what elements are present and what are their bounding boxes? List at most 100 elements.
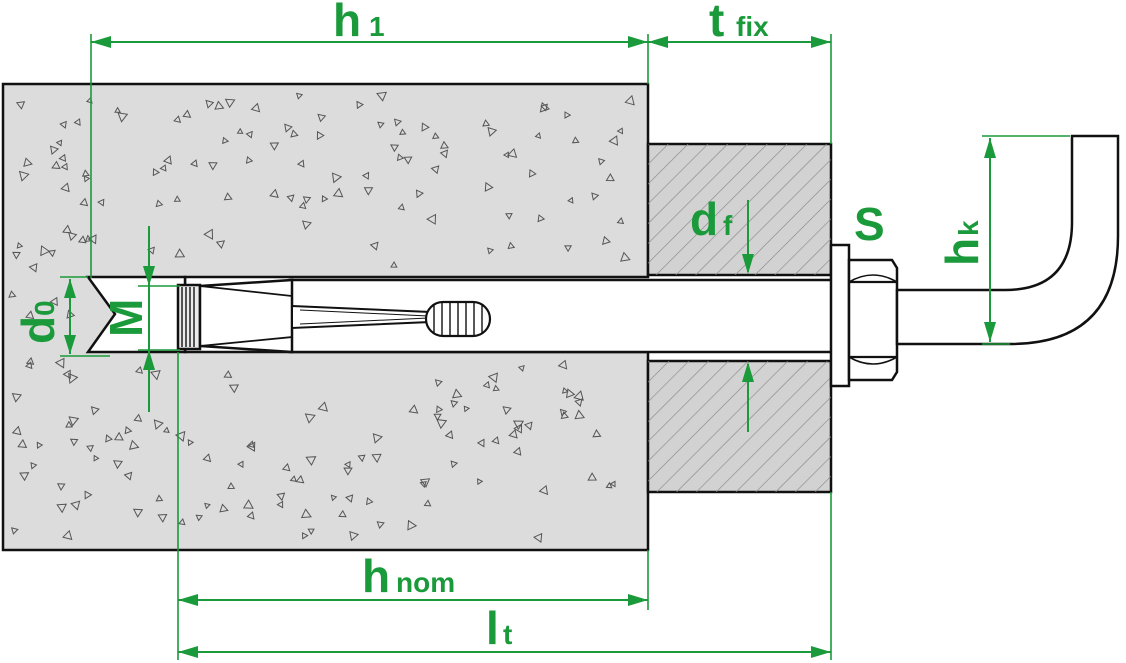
- aggregate-speck: [182, 109, 192, 118]
- aggregate-speck: [153, 419, 164, 430]
- aggregate-speck: [202, 453, 212, 463]
- aggregate-speck: [423, 499, 432, 507]
- aggregate-speck: [537, 214, 546, 223]
- aggregate-speck: [132, 508, 144, 518]
- aggregate-speck: [434, 379, 443, 388]
- aggregate-speck: [245, 155, 254, 164]
- aggregate-speck: [149, 369, 161, 381]
- aggregate-speck: [56, 503, 68, 514]
- aggregate-speck: [338, 509, 347, 518]
- aggregate-speck: [16, 241, 24, 249]
- aggregate-speck: [587, 472, 598, 481]
- aggregate-speck: [47, 249, 56, 258]
- aggregate-speck: [624, 94, 635, 106]
- aggregate-speck: [316, 130, 325, 141]
- aggregate-speck: [492, 384, 500, 392]
- aggregate-speck: [609, 480, 616, 488]
- aggregate-speck: [8, 290, 17, 298]
- aggregate-speck: [419, 480, 427, 489]
- hnom-dimension: [178, 594, 648, 606]
- aggregate-speck: [157, 513, 168, 523]
- aggregate-speck: [97, 198, 105, 207]
- aggregate-speck: [246, 441, 256, 452]
- aggregate-speck: [269, 142, 280, 151]
- aggregate-speck: [59, 120, 67, 129]
- aggregate-speck: [276, 492, 286, 502]
- aggregate-speck: [345, 494, 354, 503]
- aggregate-speck: [123, 471, 133, 481]
- aggregate-speck: [397, 203, 405, 211]
- aggregate-speck: [56, 483, 66, 492]
- d0-subscript: 0: [29, 300, 60, 316]
- aggregate-speck: [421, 122, 430, 132]
- fixture-plate: [646, 142, 833, 494]
- aggregate-speck: [399, 128, 407, 135]
- aggregate-speck: [332, 187, 344, 198]
- aggregate-speck: [302, 196, 312, 205]
- aggregate-speck: [40, 245, 51, 257]
- aggregate-speck: [18, 170, 30, 182]
- aggregate-speck: [571, 136, 580, 144]
- aggregate-speck: [178, 518, 186, 526]
- aggregate-speck: [307, 528, 315, 536]
- d0-dimension: [64, 279, 76, 354]
- aggregate-speck: [512, 446, 522, 456]
- aggregate-speck: [517, 364, 525, 372]
- aggregate-speck: [49, 145, 60, 156]
- aggregate-speck: [289, 475, 297, 482]
- aggregate-speck: [533, 532, 543, 544]
- aggregate-speck: [134, 366, 144, 374]
- aggregate-speck: [19, 472, 30, 482]
- aggregate-speck: [565, 388, 576, 399]
- aggregate-speck: [415, 189, 424, 199]
- aggregate-speck: [433, 413, 442, 421]
- aggregate-speck: [477, 478, 484, 486]
- aggregate-speck: [484, 181, 494, 192]
- aggregate-speck: [81, 169, 90, 177]
- hex-nut: [847, 258, 899, 382]
- aggregate-speck: [574, 398, 583, 407]
- aggregate-speck: [90, 406, 100, 416]
- hk-dimension: [984, 138, 996, 342]
- aggregate-speck: [523, 421, 533, 431]
- aggregate-speck: [390, 260, 398, 268]
- aggregate-speck: [269, 188, 279, 199]
- aggregate-speck: [538, 484, 549, 496]
- aggregate-speck: [67, 231, 78, 242]
- h1-label: h: [333, 0, 361, 46]
- aggregate-speck: [25, 310, 35, 320]
- aggregate-speck: [205, 99, 215, 109]
- aggregate-speck: [356, 100, 364, 110]
- aggregate-speck: [162, 426, 170, 434]
- aggregate-speck: [223, 192, 233, 201]
- aggregate-speck: [36, 441, 44, 449]
- aggregate-speck: [357, 454, 366, 463]
- aggregate-speck: [426, 213, 437, 225]
- aggregate-speck: [450, 460, 459, 469]
- aggregate-speck: [567, 196, 574, 204]
- aggregate-speck: [30, 462, 38, 470]
- aggregate-speck: [564, 111, 572, 119]
- aggregate-speck: [592, 428, 602, 438]
- aggregate-speck: [93, 454, 100, 462]
- aggregate-speck: [512, 420, 525, 431]
- aggregate-speck: [528, 168, 537, 178]
- anchor-bolt: [176, 278, 837, 354]
- aggregate-speck: [559, 408, 568, 417]
- aggregate-speck: [174, 430, 186, 442]
- tfix-dimension: [648, 36, 831, 48]
- aggregate-speck: [112, 460, 124, 470]
- lt-subscript: t: [503, 619, 512, 650]
- aggregate-speck: [128, 439, 140, 450]
- hnom-subscript: nom: [396, 567, 455, 598]
- aggregate-speck: [28, 262, 38, 273]
- aggregate-speck: [602, 235, 611, 245]
- aggregate-speck: [174, 248, 186, 258]
- aggregate-speck: [407, 519, 418, 531]
- h1-dimension: [91, 36, 648, 48]
- aggregate-speck: [539, 101, 551, 113]
- aggregate-speck: [376, 91, 387, 102]
- s-label: S: [854, 198, 885, 250]
- aggregate-speck: [491, 436, 500, 445]
- aggregate-speck: [68, 416, 80, 427]
